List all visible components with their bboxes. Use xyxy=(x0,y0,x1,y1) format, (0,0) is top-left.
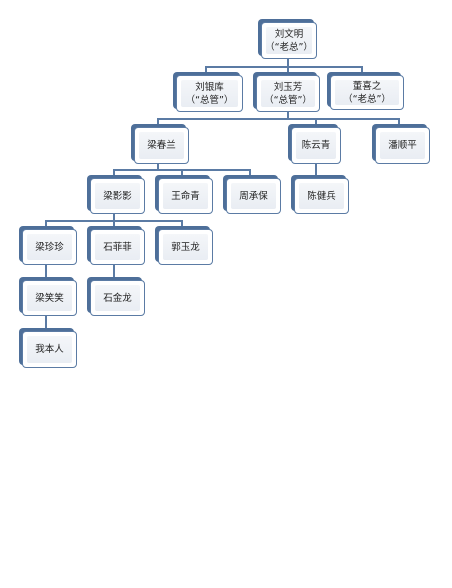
node-name: 我本人 xyxy=(35,344,64,355)
connector xyxy=(315,164,317,177)
node-title: （“总管”） xyxy=(185,94,234,106)
node-liang-xiaoxiao: 梁笑笑 xyxy=(22,280,77,316)
connector xyxy=(113,265,115,279)
node-name: 刘银库 xyxy=(195,81,224,93)
connector xyxy=(113,169,115,177)
connector xyxy=(315,118,317,126)
connector xyxy=(205,66,363,68)
node-liang-zhenzhen: 梁珍珍 xyxy=(22,229,77,265)
connector xyxy=(249,169,251,177)
connector xyxy=(287,59,289,67)
node-name: 陈云青 xyxy=(301,140,331,151)
node-name: 石金龙 xyxy=(103,292,132,304)
connector xyxy=(157,118,400,120)
node-mgr1: 刘银库 （“总管”） xyxy=(176,75,243,112)
connector xyxy=(181,220,183,228)
node-title: （“老总”） xyxy=(265,41,313,53)
node-name: 梁春兰 xyxy=(147,140,176,151)
connector xyxy=(361,66,363,74)
node-name: 刘玉芳 xyxy=(273,81,303,93)
connector xyxy=(45,316,47,330)
connector xyxy=(205,66,207,74)
connector xyxy=(45,265,47,279)
node-name: 陈健兵 xyxy=(307,190,336,202)
connector xyxy=(113,220,115,228)
connector xyxy=(398,118,400,126)
connector xyxy=(157,163,159,170)
node-name: 董喜之 xyxy=(352,80,382,92)
connector xyxy=(113,214,115,221)
node-mgr3: 董喜之 （“老总”） xyxy=(330,75,404,110)
connector xyxy=(287,66,289,74)
node-name: 潘顺平 xyxy=(388,140,417,151)
node-name: 石菲菲 xyxy=(103,241,132,253)
node-name: 刘文明 xyxy=(274,28,304,40)
node-shi-jinlong: 石金龙 xyxy=(90,280,145,316)
node-zhou-chengbao: 周承保 xyxy=(226,178,281,214)
node-title: （“总管”） xyxy=(264,94,312,106)
node-liang-chunlan: 梁春兰 xyxy=(134,127,189,164)
node-guo-yulong: 郭玉龙 xyxy=(158,229,213,265)
node-chen-jianbing: 陈健兵 xyxy=(294,178,349,214)
node-me: 我本人 xyxy=(22,331,77,368)
node-name: 郭玉龙 xyxy=(171,241,200,253)
node-shi-feifei: 石菲菲 xyxy=(90,229,145,265)
connector xyxy=(181,169,183,177)
node-name: 梁影影 xyxy=(103,190,132,202)
node-ceo: 刘文明 （“老总”） xyxy=(261,22,317,59)
node-wang-mingqing: 王命青 xyxy=(158,178,213,214)
connector xyxy=(45,220,47,228)
node-mgr2: 刘玉芳 （“总管”） xyxy=(256,75,320,112)
node-liang-yingying: 梁影影 xyxy=(90,178,145,214)
node-pan-shunping: 潘顺平 xyxy=(375,127,430,164)
connector xyxy=(287,112,289,119)
node-title: （“老总”） xyxy=(343,93,391,105)
node-name: 梁珍珍 xyxy=(35,241,64,253)
node-name: 周承保 xyxy=(239,190,268,202)
node-name: 梁笑笑 xyxy=(35,292,64,304)
node-chen-yunqing: 陈云青 xyxy=(291,127,341,164)
connector xyxy=(157,118,159,126)
node-name: 王命青 xyxy=(171,190,200,202)
